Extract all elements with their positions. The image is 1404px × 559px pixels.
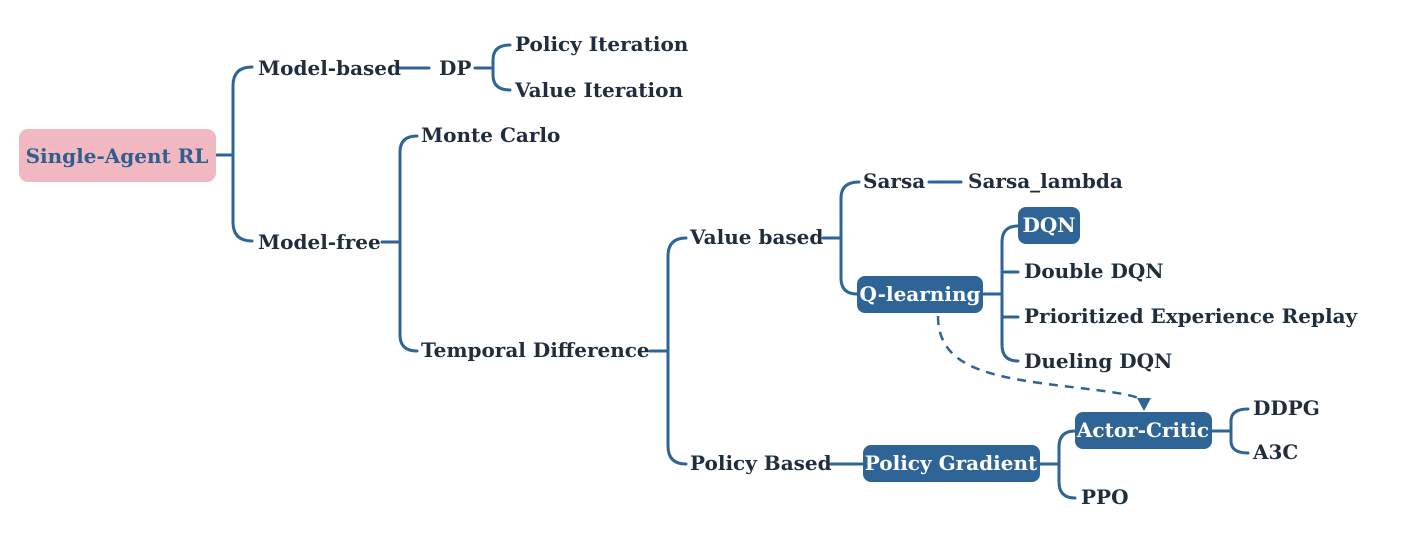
edge-ac-branches [1229,407,1250,455]
policy-gradient-node-box [863,445,1040,482]
actor-critic-label: Actor-Critic [1076,418,1209,442]
connectors [214,43,1250,500]
monte-carlo-label: Monte Carlo [421,123,560,147]
ddpg-label: DDPG [1253,396,1320,420]
value-iteration-label: Value Iteration [514,78,683,102]
edge-dp-branches [491,43,512,92]
relation-qlearning-actorcritic [936,315,1144,402]
edge-vb-branches [839,180,861,296]
dqn-node-box [1018,207,1080,244]
sarsa-lambda-label: Sarsa_lambda [968,169,1123,193]
value-based-label: Value based [689,225,823,249]
edge-td-branches [666,236,688,466]
ppo-label: PPO [1081,485,1129,509]
prioritized-experience-replay-label: Prioritized Experience Replay [1024,304,1359,328]
relation-arrowhead [1137,398,1151,411]
double-dqn-label: Double DQN [1024,259,1164,283]
edge-pg-branches [1057,429,1077,500]
policy-iteration-label: Policy Iteration [515,32,689,56]
sarsa-label: Sarsa [863,169,925,193]
a3c-label: A3C [1252,440,1298,464]
actor-critic-node-box [1075,412,1212,449]
q-learning-node-box [857,276,983,313]
dueling-dqn-label: Dueling DQN [1024,349,1172,373]
model-based-label: Model-based [258,56,401,80]
edge-root-branches [231,65,254,243]
q-learning-label: Q-learning [860,282,981,306]
policy-gradient-label: Policy Gradient [865,451,1038,475]
root-node-box [19,129,216,182]
dqn-label: DQN [1022,213,1075,237]
edge-ql-branches [1000,224,1020,363]
root-node-label: Single-Agent RL [26,144,209,168]
model-free-label: Model-free [258,230,381,254]
edge-modelfree-branches [398,134,419,353]
temporal-difference-label: Temporal Difference [421,338,650,362]
dp-label: DP [439,56,471,80]
policy-based-label: Policy Based [690,451,832,475]
